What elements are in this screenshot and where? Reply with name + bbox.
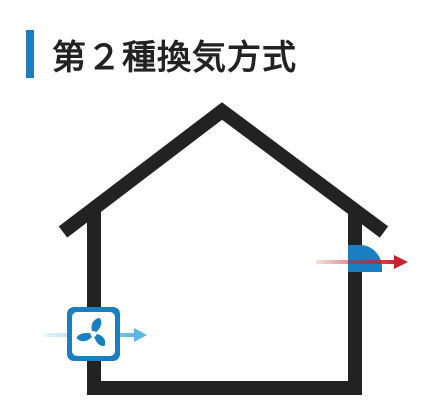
house-outline — [58, 102, 389, 395]
house-roof — [58, 102, 389, 238]
exhaust-airflow — [316, 255, 408, 269]
intake-arrow-head — [134, 328, 147, 342]
exhaust-arrow-shaft — [316, 260, 396, 264]
exhaust-arrow-head — [394, 255, 408, 269]
title-accent-bar — [26, 30, 34, 78]
exhaust-vent-icon — [348, 245, 382, 272]
title-block: 第２種換気方式 — [26, 28, 297, 80]
house-walls — [87, 207, 362, 395]
page-title: 第２種換気方式 — [52, 37, 297, 78]
fan-icon — [67, 307, 120, 361]
